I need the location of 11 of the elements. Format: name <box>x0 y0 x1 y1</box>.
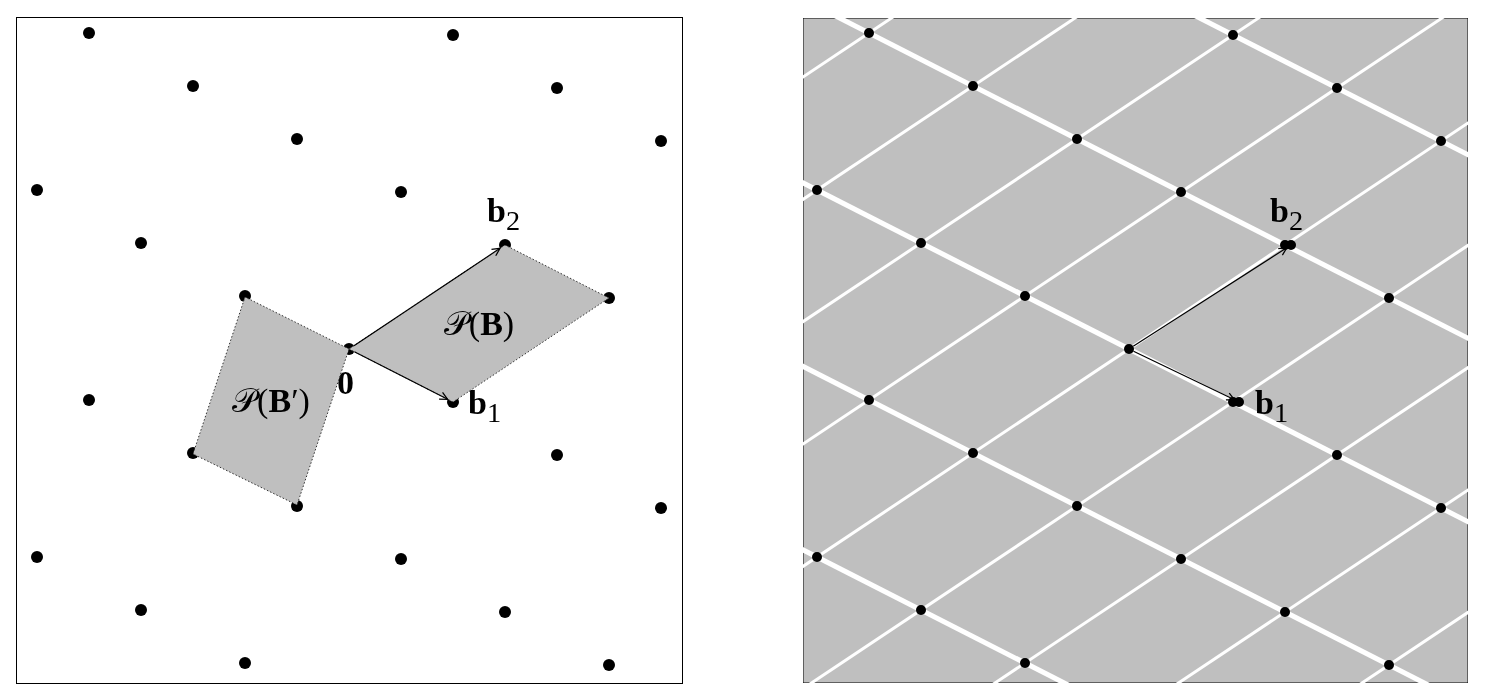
arrow <box>1132 247 1288 347</box>
arrow <box>353 247 501 347</box>
region-label: 𝒫(B′) <box>232 384 310 418</box>
vector-label: b$_{2}$ <box>1270 194 1304 236</box>
vector-label: b$_{1}$ <box>468 386 502 428</box>
vector-label: b$_{2}$ <box>487 194 521 236</box>
vector-label: 0 <box>337 366 354 400</box>
vector-label: b$_{1}$ <box>1255 386 1289 428</box>
arrow <box>353 351 449 400</box>
region-label: 𝒫(B) <box>443 306 515 341</box>
arrow <box>1132 350 1236 401</box>
